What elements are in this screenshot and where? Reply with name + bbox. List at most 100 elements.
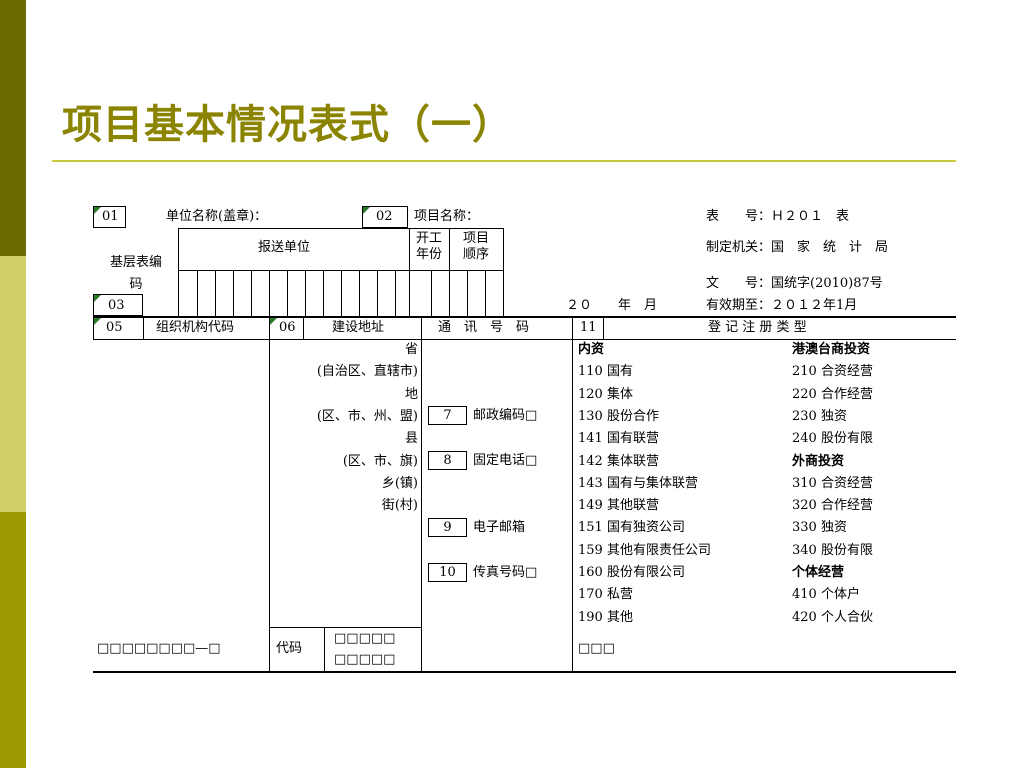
registration-type-item: 310 合资经营: [792, 475, 873, 491]
marker-icon: [94, 207, 101, 214]
address-line: 街(村): [381, 498, 418, 514]
code-11: 11: [580, 320, 597, 335]
marker-icon: [270, 318, 277, 325]
address-line: 乡(镇): [381, 475, 418, 491]
comm-code: 7: [443, 408, 452, 423]
registration-type-item: 149 其他联营: [578, 498, 659, 514]
address-label: 建设地址: [332, 320, 385, 335]
unit-name-label: 单位名称(盖章)：: [166, 209, 268, 224]
report-unit-label: 报送单位: [258, 240, 311, 255]
comm-code-box: [428, 563, 467, 582]
registration-type-item: 170 私营: [578, 587, 633, 603]
registration-type-item: 420 个人合伙: [792, 609, 873, 625]
registration-type-item: 230 独资: [792, 408, 847, 424]
registration-type-item: 个体经营: [792, 565, 845, 580]
registration-type-item: 190 其他: [578, 609, 633, 625]
side-band-top: [0, 0, 26, 256]
digit-cell-divider: [377, 270, 378, 316]
comm-label: 固定电话□: [473, 453, 538, 468]
digit-cell-divider: [215, 270, 216, 316]
registration-type-item: 内资: [578, 342, 605, 357]
code-box-02: [362, 206, 408, 228]
address-code-boxes-2: □□□□□: [334, 652, 396, 667]
code-01: 01: [102, 209, 119, 224]
code-03: 03: [108, 298, 125, 313]
comm-label: 电子邮箱: [473, 520, 526, 535]
org-code-boxes: □□□□□□□□—□: [97, 641, 221, 656]
registration-type-item: 320 合作经营: [792, 498, 873, 514]
digit-cell-divider: [341, 270, 342, 316]
digit-cell-divider: [485, 270, 486, 316]
start-year-label: 开工年份: [415, 231, 442, 262]
address-line: 县: [404, 431, 418, 447]
code-02: 02: [376, 209, 393, 224]
digit-cell-divider: [233, 270, 234, 316]
digit-cell-divider: [269, 270, 270, 316]
marker-icon: [363, 207, 370, 214]
code-box-03: [93, 294, 143, 316]
registration-type-item: 151 国有独资公司: [578, 520, 685, 536]
digit-cell-divider: [431, 270, 432, 316]
registration-type-item: 外商投资: [792, 453, 845, 469]
registration-type-item: 141 国有联营: [578, 431, 659, 447]
digit-cell-divider: [251, 270, 252, 316]
registration-type-header: 登 记 注 册 类 型: [708, 320, 807, 335]
project-order-label: 项目顺序: [462, 231, 489, 262]
comm-header: 通 讯 号 码: [438, 320, 530, 335]
code-06: 06: [279, 320, 296, 335]
registration-type-item: 410 个体户: [792, 587, 860, 603]
digit-cell-divider: [305, 270, 306, 316]
digit-cell-divider: [359, 270, 360, 316]
address-line: 省: [404, 342, 418, 357]
comm-code: 8: [443, 453, 452, 468]
side-band-bottom: [0, 512, 26, 768]
valid-until: 有效期至：２０１２年1月: [706, 298, 858, 313]
org-code-label: 组织机构代码: [156, 320, 235, 335]
side-band-middle: [0, 256, 26, 512]
registration-type-item: 120 集体: [578, 386, 633, 402]
comm-code: 10: [439, 565, 456, 580]
registration-type-item: 160 股份有限公司: [578, 565, 685, 580]
registration-code-boxes: □□□: [578, 641, 615, 656]
marker-icon: [94, 318, 101, 325]
code-05: 05: [106, 320, 123, 335]
comm-code-box: [428, 406, 467, 425]
registration-type-item: 340 股份有限: [792, 542, 873, 558]
digit-cell-divider: [197, 270, 198, 316]
registration-type-item: 142 集体联营: [578, 453, 659, 469]
address-line: (区、市、旗): [342, 453, 418, 469]
digit-cell-divider: [395, 270, 396, 316]
registration-type-item: 143 国有与集体联营: [578, 475, 698, 491]
comm-label: 传真号码□: [473, 565, 538, 580]
code-box-01: [93, 206, 126, 228]
comm-code: 9: [443, 520, 452, 535]
digit-cell-divider: [323, 270, 324, 316]
registration-type-item: 110 国有: [578, 364, 633, 380]
registration-type-item: 130 股份合作: [578, 408, 659, 424]
slide-title: 项目基本情况表式（一）: [62, 101, 513, 148]
digit-cell-divider: [287, 270, 288, 316]
code-label: 代码: [276, 641, 303, 656]
address-line: (区、市、州、盟): [316, 408, 418, 424]
marker-icon: [94, 295, 101, 302]
registration-type-item: 330 独资: [792, 520, 847, 536]
comm-code-box: [428, 451, 467, 470]
document-number: 文 号：国统字(2010)87号: [706, 276, 883, 291]
table-number: 表 号：Ｈ２０１ 表: [706, 209, 850, 224]
comm-code-box: [428, 518, 467, 537]
address-line: 地: [404, 386, 418, 402]
authority: 制定机关：国 家 统 计 局: [706, 240, 889, 255]
base-code-label: 基层表编码: [109, 255, 162, 292]
project-name-label: 项目名称：: [414, 209, 480, 224]
title-divider: [52, 160, 956, 162]
registration-type-item: 港澳台商投资: [792, 342, 871, 357]
registration-type-item: 159 其他有限责任公司: [578, 542, 711, 558]
date-field: ２０ 年 月: [566, 298, 658, 313]
registration-type-item: 240 股份有限: [792, 431, 873, 447]
address-code-boxes-1: □□□□□: [334, 631, 396, 646]
registration-type-item: 210 合资经营: [792, 364, 873, 380]
comm-label: 邮政编码□: [473, 408, 538, 423]
address-line: (自治区、直辖市): [316, 364, 418, 380]
registration-type-item: 220 合作经营: [792, 386, 873, 402]
digit-cell-divider: [467, 270, 468, 316]
